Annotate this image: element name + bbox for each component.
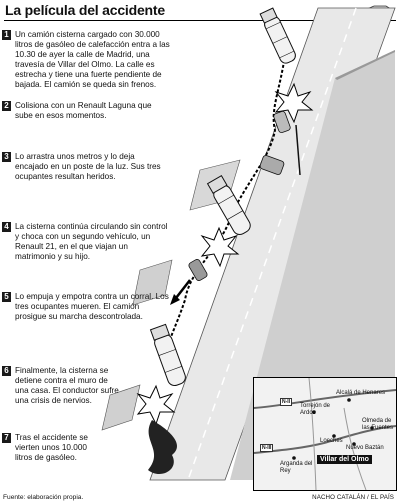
road-n2: N-II [280,398,293,406]
step-number: 7 [2,433,11,443]
source-note: Fuente: elaboración propia. [3,494,84,501]
step-1: 1 Un camión cisterna cargado con 30.000 … [2,30,170,90]
step-text: Lo arrastra unos metros y lo deja encaja… [15,152,161,181]
step-number: 4 [2,222,11,232]
location-map: N-II N-III Alcalá de Henares Torrejón de… [253,377,397,491]
truck-3 [149,323,186,387]
step-text: La cisterna continúa circulando sin cont… [15,222,168,261]
highlight-villar-del-olmo: Villar del Olmo [317,455,372,464]
car-r21 [188,259,208,281]
step-4: 4 La cisterna continúa circulando sin co… [2,222,170,262]
title-rule [4,20,396,21]
step-text: Colisiona con un Renault Laguna que sube… [15,101,152,120]
truck-2 [206,175,251,235]
step-3: 3 Lo arrastra unos metros y lo deja enca… [2,152,170,182]
town-loeches: Loeches [320,438,343,444]
car-laguna [273,110,291,134]
step-number: 1 [2,30,11,40]
step-number: 5 [2,292,11,302]
map-roads [254,378,396,490]
step-text: Tras el accidente se vierten unos 10.000… [15,433,88,462]
road-n3: N-III [260,444,274,452]
town-alcala: Alcalá de Henares [336,390,386,396]
step-number: 3 [2,152,11,162]
step-number: 2 [2,101,11,111]
page-title: La película del accidente [5,2,165,18]
car-wedged [259,155,285,175]
step-2: 2 Colisiona con un Renault Laguna que su… [2,101,170,121]
step-5: 5 Lo empuja y empotra contra un corral. … [2,292,170,322]
town-nuevo-baztan: Nuevo Baztán [346,445,384,451]
step-6: 6 Finalmente, la cisterna se detiene con… [2,366,122,406]
step-text: Lo empuja y empotra contra un corral. Lo… [15,292,169,321]
step-text: Finalmente, la cisterna se detiene contr… [15,366,119,405]
credit: NACHO CATALÁN / EL PAÍS [312,494,394,501]
truck-1 [259,7,296,64]
town-olmeda: Olmeda de las Fuentes [362,418,394,431]
step-text: Un camión cisterna cargado con 30.000 li… [15,30,170,89]
step-7: 7 Tras el accidente se vierten unos 10.0… [2,433,102,463]
town-torrejon: Torrejón de Ardoz [300,403,331,416]
town-arganda: Arganda del Rey [280,461,313,474]
step-number: 6 [2,366,11,376]
